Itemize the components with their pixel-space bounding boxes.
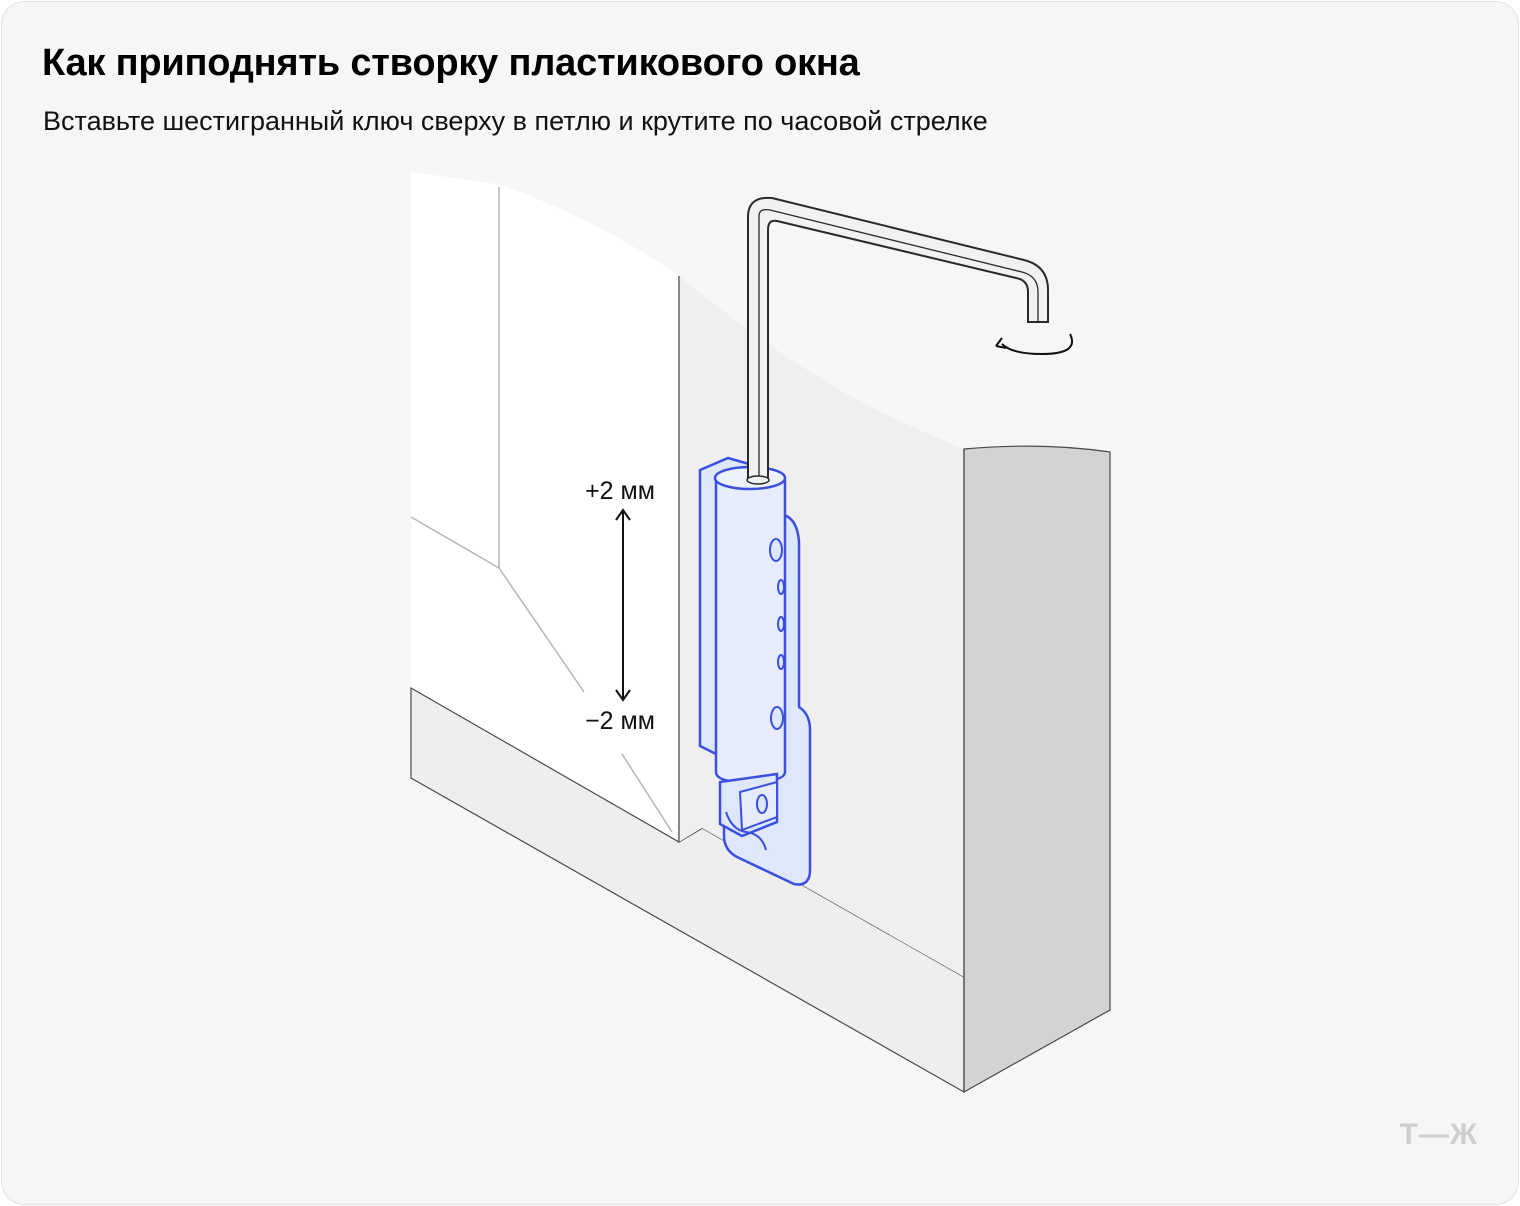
sash-inner-line	[410, 516, 500, 569]
label-minus-2mm: −2 мм	[585, 707, 655, 735]
brand-logo: Т—Ж	[1399, 1118, 1478, 1151]
hinge-hole	[777, 654, 785, 670]
hinge-hole	[777, 579, 785, 595]
sash-inner-line	[498, 567, 585, 693]
rotate-clockwise-arrow-icon	[1001, 333, 1073, 356]
hex-key-icon	[747, 196, 1049, 481]
page-subtitle: Вставьте шестигранный ключ сверху в петл…	[43, 106, 988, 136]
double-arrow-head-up	[615, 508, 631, 521]
rotate-arrow-head	[995, 337, 1007, 349]
hinge-cylinder	[714, 468, 787, 784]
hinge-hole	[777, 616, 785, 632]
page-title: Как приподнять створку пластикового окна	[42, 42, 860, 84]
hex-key-tip	[746, 475, 770, 485]
double-arrow-head-down	[615, 689, 631, 702]
frame-side	[963, 445, 1111, 1094]
window-sash	[411, 172, 679, 842]
hex-key-edge	[758, 208, 1039, 322]
label-plus-2mm: +2 мм	[585, 477, 655, 505]
hinge-bracket-curve	[725, 811, 767, 851]
hinge-hole	[770, 706, 784, 730]
hinge-hole	[769, 538, 783, 562]
hinge-hole	[756, 794, 768, 814]
sash-inner-line	[621, 753, 673, 833]
